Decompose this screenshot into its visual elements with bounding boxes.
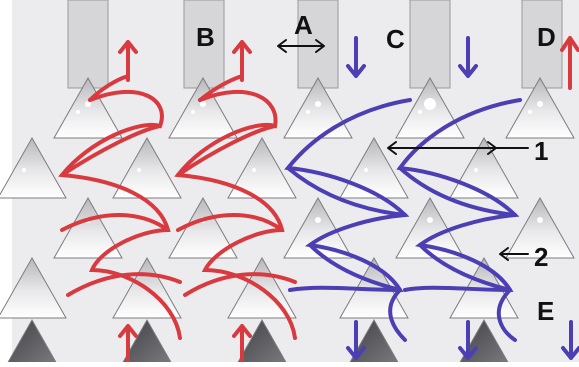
pillar-dot	[191, 110, 195, 114]
triangle-pillar	[53, 196, 123, 259]
triangle-pillar	[53, 76, 123, 139]
left-margin	[0, 0, 12, 362]
label-c: C	[386, 24, 405, 54]
label-e: E	[537, 296, 554, 326]
label-2: 2	[534, 242, 548, 272]
down-arrow-blue-4	[458, 320, 478, 360]
triangle-pillar	[339, 136, 409, 199]
pillar-dot	[137, 168, 141, 172]
pillar-dot	[76, 110, 80, 114]
pillar-dot	[22, 168, 26, 172]
triangle-pillar	[168, 76, 238, 139]
triangle-pillar	[395, 196, 465, 259]
arrow-2	[499, 247, 529, 261]
annotation-arrows	[277, 39, 529, 261]
blue-flow-paths	[284, 98, 522, 342]
pillar-dot	[200, 101, 206, 107]
up-arrow-red-4	[118, 324, 138, 364]
pillar-dot	[427, 217, 433, 223]
up-arrow-red-1	[118, 40, 138, 82]
triangle-pillar	[234, 318, 290, 367]
labels: B A C D 1 2 E	[196, 10, 556, 326]
pillar-dot	[252, 168, 256, 172]
down-arrow-blue-1	[346, 36, 366, 78]
triangle-pillar	[4, 318, 60, 367]
triangle-pillar	[0, 256, 67, 319]
up-arrow-red-2	[232, 40, 252, 82]
pillar-dot	[537, 101, 543, 107]
label-a: A	[294, 10, 313, 40]
triangle-pillar	[283, 196, 353, 259]
red-flow-paths	[58, 74, 297, 340]
pillar-dot	[85, 101, 91, 107]
label-1: 1	[534, 136, 548, 166]
down-arrow-blue-2	[458, 36, 478, 78]
down-arrow-blue-3	[346, 320, 366, 360]
pillar-dot	[306, 110, 310, 114]
down-arrow-blue-5	[561, 320, 579, 360]
red-arrows	[118, 36, 579, 364]
pillar-dot	[315, 217, 321, 223]
pillar-dot	[315, 101, 321, 107]
label-b: B	[196, 22, 215, 52]
up-arrow-red-3	[560, 36, 579, 90]
triangle-pillar	[505, 76, 575, 139]
triangle-pillar	[0, 136, 67, 199]
triangle-pillar	[227, 136, 297, 199]
pillar-dot	[418, 110, 422, 114]
triangle-pillar	[112, 136, 182, 199]
pillar-dot	[364, 168, 368, 172]
up-arrow-red-5	[232, 324, 252, 364]
triangle-pillar	[449, 136, 519, 199]
blue-arrows	[346, 36, 579, 360]
double-arrow-a	[277, 39, 325, 53]
triangle-pillar	[505, 196, 575, 259]
pillar-dot	[528, 110, 532, 114]
pillar-dot	[424, 98, 436, 110]
label-d: D	[537, 22, 556, 52]
pillar-dot	[474, 168, 478, 172]
pillar-dot	[537, 217, 543, 223]
